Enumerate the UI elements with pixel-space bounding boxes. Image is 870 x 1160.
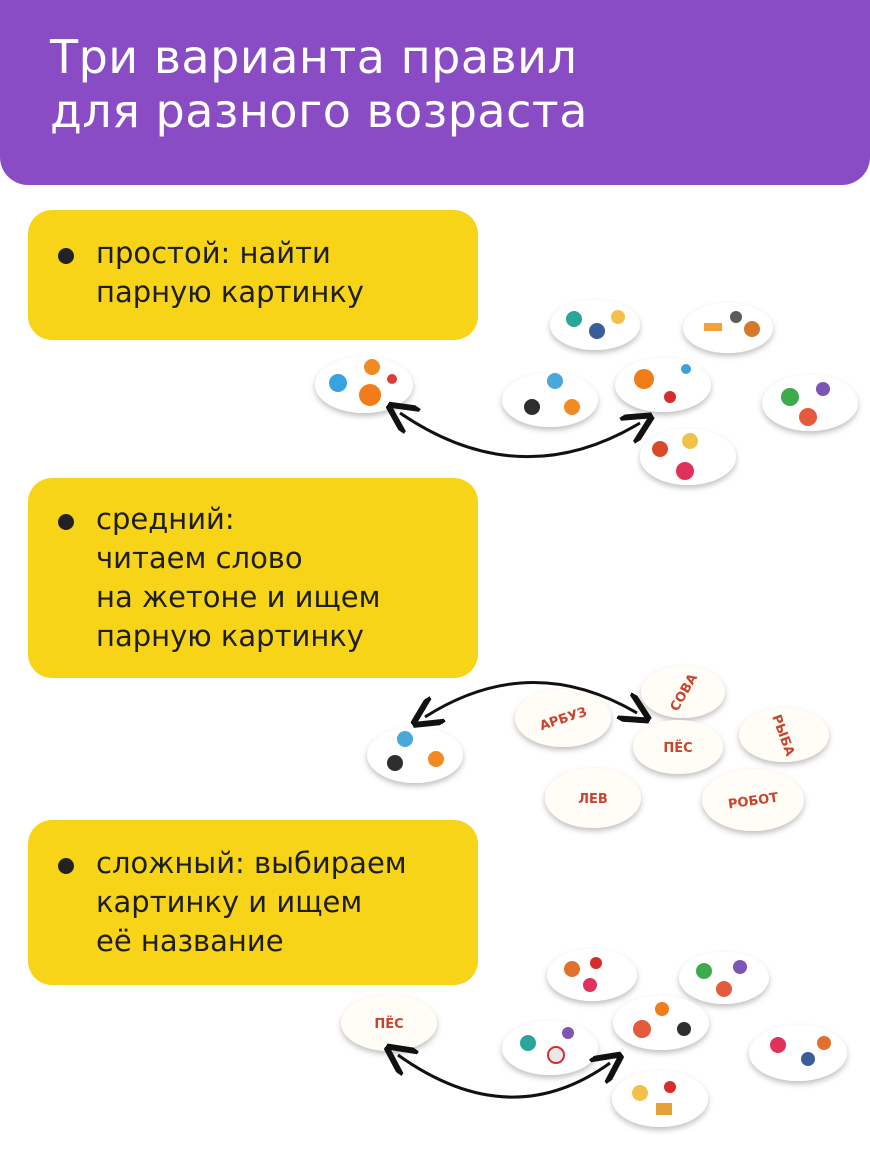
ball-icon: [633, 1020, 651, 1038]
scene-medium-illustration: АРБУЗ СОВА ПЁС РЫБА ЛЕВ РОБОТ: [367, 666, 829, 831]
cherry-icon: [664, 391, 676, 403]
picture-token: [683, 303, 773, 353]
picture-token: [502, 373, 598, 427]
cheese-icon: [611, 310, 625, 324]
double-arrow-icon: [400, 413, 640, 459]
crab-icon: [652, 441, 668, 457]
page-title: Три варианта правил для разного возраста: [50, 30, 588, 138]
word-token: РЫБА: [739, 708, 829, 762]
page-title-line-1: Три варианта правил: [50, 30, 578, 84]
clock-icon: [547, 1046, 565, 1064]
word-token: ПЁС: [633, 720, 723, 774]
bullet-icon: [58, 858, 74, 874]
lamp-icon: [681, 364, 691, 374]
picture-token: [613, 996, 709, 1050]
double-arrow-icon: [398, 1055, 610, 1099]
umbrella-icon: [566, 311, 582, 327]
picture-token: [315, 357, 413, 413]
rule-simple-text: простой: найти парную картинку: [96, 234, 364, 312]
house-icon: [656, 1103, 672, 1115]
rule-medium-line-4: парную картинку: [96, 619, 364, 653]
picture-token: [547, 949, 637, 1001]
fish-icon: [397, 731, 413, 747]
rule-hard-line-1: сложный: выбираем: [96, 846, 407, 880]
word-token: ПЁС: [341, 995, 437, 1051]
picture-token: [612, 1071, 708, 1127]
balloon-icon: [770, 1037, 786, 1053]
token-word-pes: ПЁС: [663, 740, 692, 756]
dog-icon: [677, 1022, 691, 1036]
word-token: ЛЕВ: [545, 768, 641, 828]
fish-icon: [547, 373, 563, 389]
owl-icon: [364, 359, 380, 375]
robot-icon: [801, 1052, 815, 1066]
rule-simple-line-1: простой: найти: [96, 236, 331, 270]
cherry-icon: [664, 1081, 676, 1093]
squirrel-icon: [564, 961, 580, 977]
rule-simple-panel: простой: найти парную картинку: [28, 210, 478, 340]
scene-simple-illustration: [315, 300, 858, 485]
robot-icon: [589, 323, 605, 339]
saw-icon: [704, 323, 722, 331]
ball-icon: [799, 408, 817, 426]
squirrel-icon: [817, 1036, 831, 1050]
eggplant-icon: [562, 1027, 574, 1039]
rule-medium-text: средний: читаем слово на жетоне и ищем п…: [96, 500, 381, 656]
ball-icon: [716, 981, 732, 997]
picture-token: [749, 1025, 847, 1081]
rule-hard-line-3: её название: [96, 924, 284, 958]
picture-token: [615, 358, 711, 412]
cherry-icon: [590, 957, 602, 969]
token-word-pes-2: ПЁС: [374, 1016, 403, 1032]
token-word-robot: РОБОТ: [727, 791, 779, 813]
rule-medium-line-1: средний:: [96, 502, 235, 536]
pumpkin-icon: [634, 369, 654, 389]
scene-hard: ПЁС: [300, 945, 870, 1145]
cat-icon: [564, 399, 580, 415]
rule-simple-line-2: парную картинку: [96, 275, 364, 309]
balloon-icon: [676, 462, 694, 480]
cat-icon: [428, 751, 444, 767]
picture-token: [502, 1021, 598, 1075]
eggplant-icon: [816, 382, 830, 396]
pumpkin-icon: [655, 1002, 669, 1016]
bullet-icon: [58, 514, 74, 530]
picture-token: [762, 375, 858, 431]
watermelon-icon: [781, 388, 799, 406]
rule-medium-panel: средний: читаем слово на жетоне и ищем п…: [28, 478, 478, 678]
dog-icon: [524, 399, 540, 415]
rule-hard-text: сложный: выбираем картинку и ищем её наз…: [96, 844, 407, 961]
umbrella-icon: [329, 374, 347, 392]
scene-hard-illustration: ПЁС: [341, 949, 847, 1127]
owl-icon: [744, 321, 760, 337]
umbrella-icon: [520, 1035, 536, 1051]
header-banner: Три варианта правил для разного возраста: [0, 0, 870, 185]
picture-token: [550, 300, 640, 350]
word-token: СОВА: [641, 666, 725, 718]
balloon-icon: [583, 978, 597, 992]
rule-hard-panel: сложный: выбираем картинку и ищем её наз…: [28, 820, 478, 985]
double-arrow-icon: [425, 681, 637, 717]
rule-medium-line-2: читаем слово: [96, 541, 303, 575]
word-token: АРБУЗ: [515, 689, 611, 747]
bullet-icon: [58, 248, 74, 264]
scene-simple: [300, 295, 870, 505]
page-title-line-2: для разного возраста: [50, 84, 588, 138]
picture-token: [640, 429, 736, 485]
eggplant-icon: [733, 960, 747, 974]
rule-medium-line-3: на жетоне и ищем: [96, 580, 381, 614]
rule-hard-line-2: картинку и ищем: [96, 885, 363, 919]
pumpkin-icon: [359, 384, 381, 406]
magnifier-icon: [682, 433, 698, 449]
scene-medium: АРБУЗ СОВА ПЁС РЫБА ЛЕВ РОБОТ: [300, 655, 870, 845]
token-word-lev: ЛЕВ: [578, 792, 608, 807]
word-token: РОБОТ: [702, 769, 804, 831]
watermelon-icon: [696, 963, 712, 979]
picture-token: [367, 727, 463, 783]
picture-token: [679, 952, 769, 1004]
dog-icon: [387, 755, 403, 771]
magnifier-icon: [632, 1085, 648, 1101]
